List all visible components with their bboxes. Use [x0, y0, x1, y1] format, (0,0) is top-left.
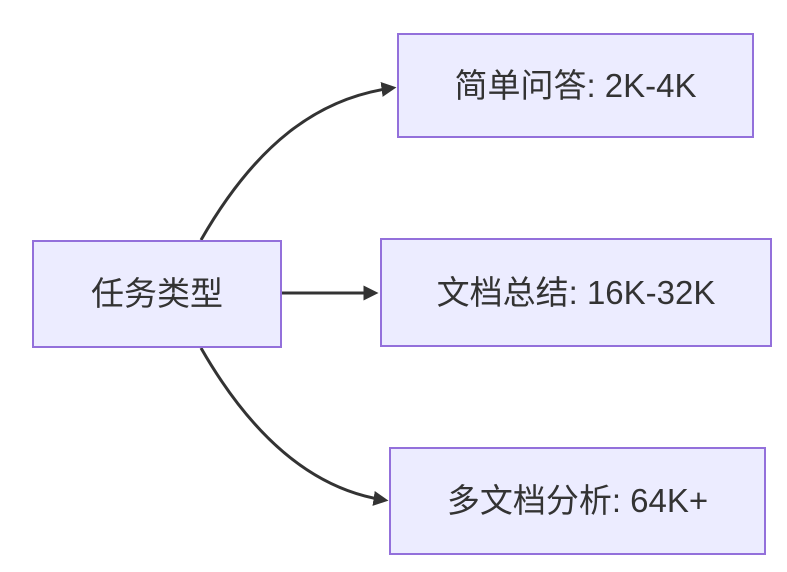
edge-task-to-simple-qa	[199, 81, 397, 241]
edge-task-to-multi-doc	[199, 347, 389, 506]
node-task-type-label: 任务类型	[91, 275, 223, 313]
node-simple-qa: 简单问答: 2K-4K	[397, 33, 754, 138]
node-multi-doc-label: 多文档分析: 64K+	[446, 482, 709, 520]
node-doc-summary-label: 文档总结: 16K-32K	[436, 273, 716, 311]
node-task-type: 任务类型	[32, 240, 282, 348]
node-doc-summary: 文档总结: 16K-32K	[380, 238, 772, 347]
node-multi-doc: 多文档分析: 64K+	[389, 447, 766, 555]
node-simple-qa-label: 简单问答: 2K-4K	[454, 66, 697, 104]
